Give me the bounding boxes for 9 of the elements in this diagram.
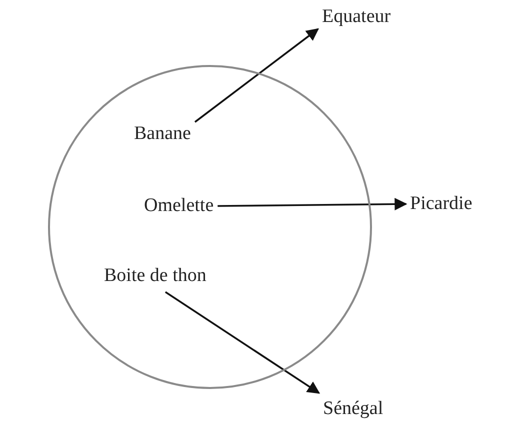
arrow	[194, 28, 319, 123]
arrow	[164, 291, 320, 394]
node-label: Banane	[134, 122, 191, 146]
node-label: Picardie	[410, 192, 472, 216]
node-label: Omelette	[144, 194, 214, 218]
arrow	[218, 198, 408, 210]
node-label: Equateur	[322, 5, 391, 29]
node-label: Boite de thon	[104, 264, 206, 288]
node-label: Sénégal	[323, 397, 384, 421]
